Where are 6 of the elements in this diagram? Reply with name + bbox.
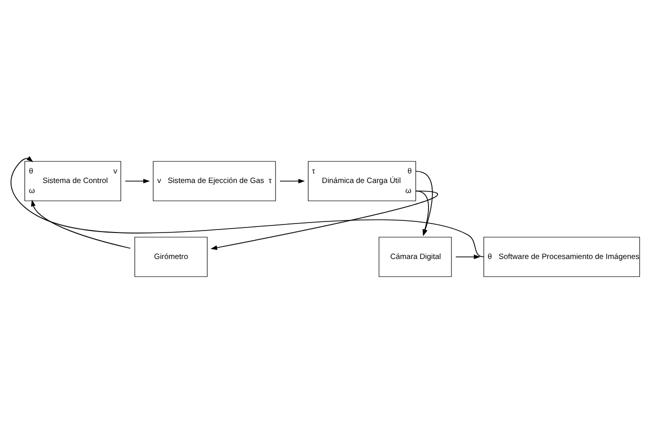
arrow xyxy=(210,190,438,250)
arrow xyxy=(280,178,305,183)
arrow xyxy=(124,178,150,183)
arrow xyxy=(31,199,131,248)
arrow xyxy=(455,254,480,259)
arrow xyxy=(10,156,484,257)
